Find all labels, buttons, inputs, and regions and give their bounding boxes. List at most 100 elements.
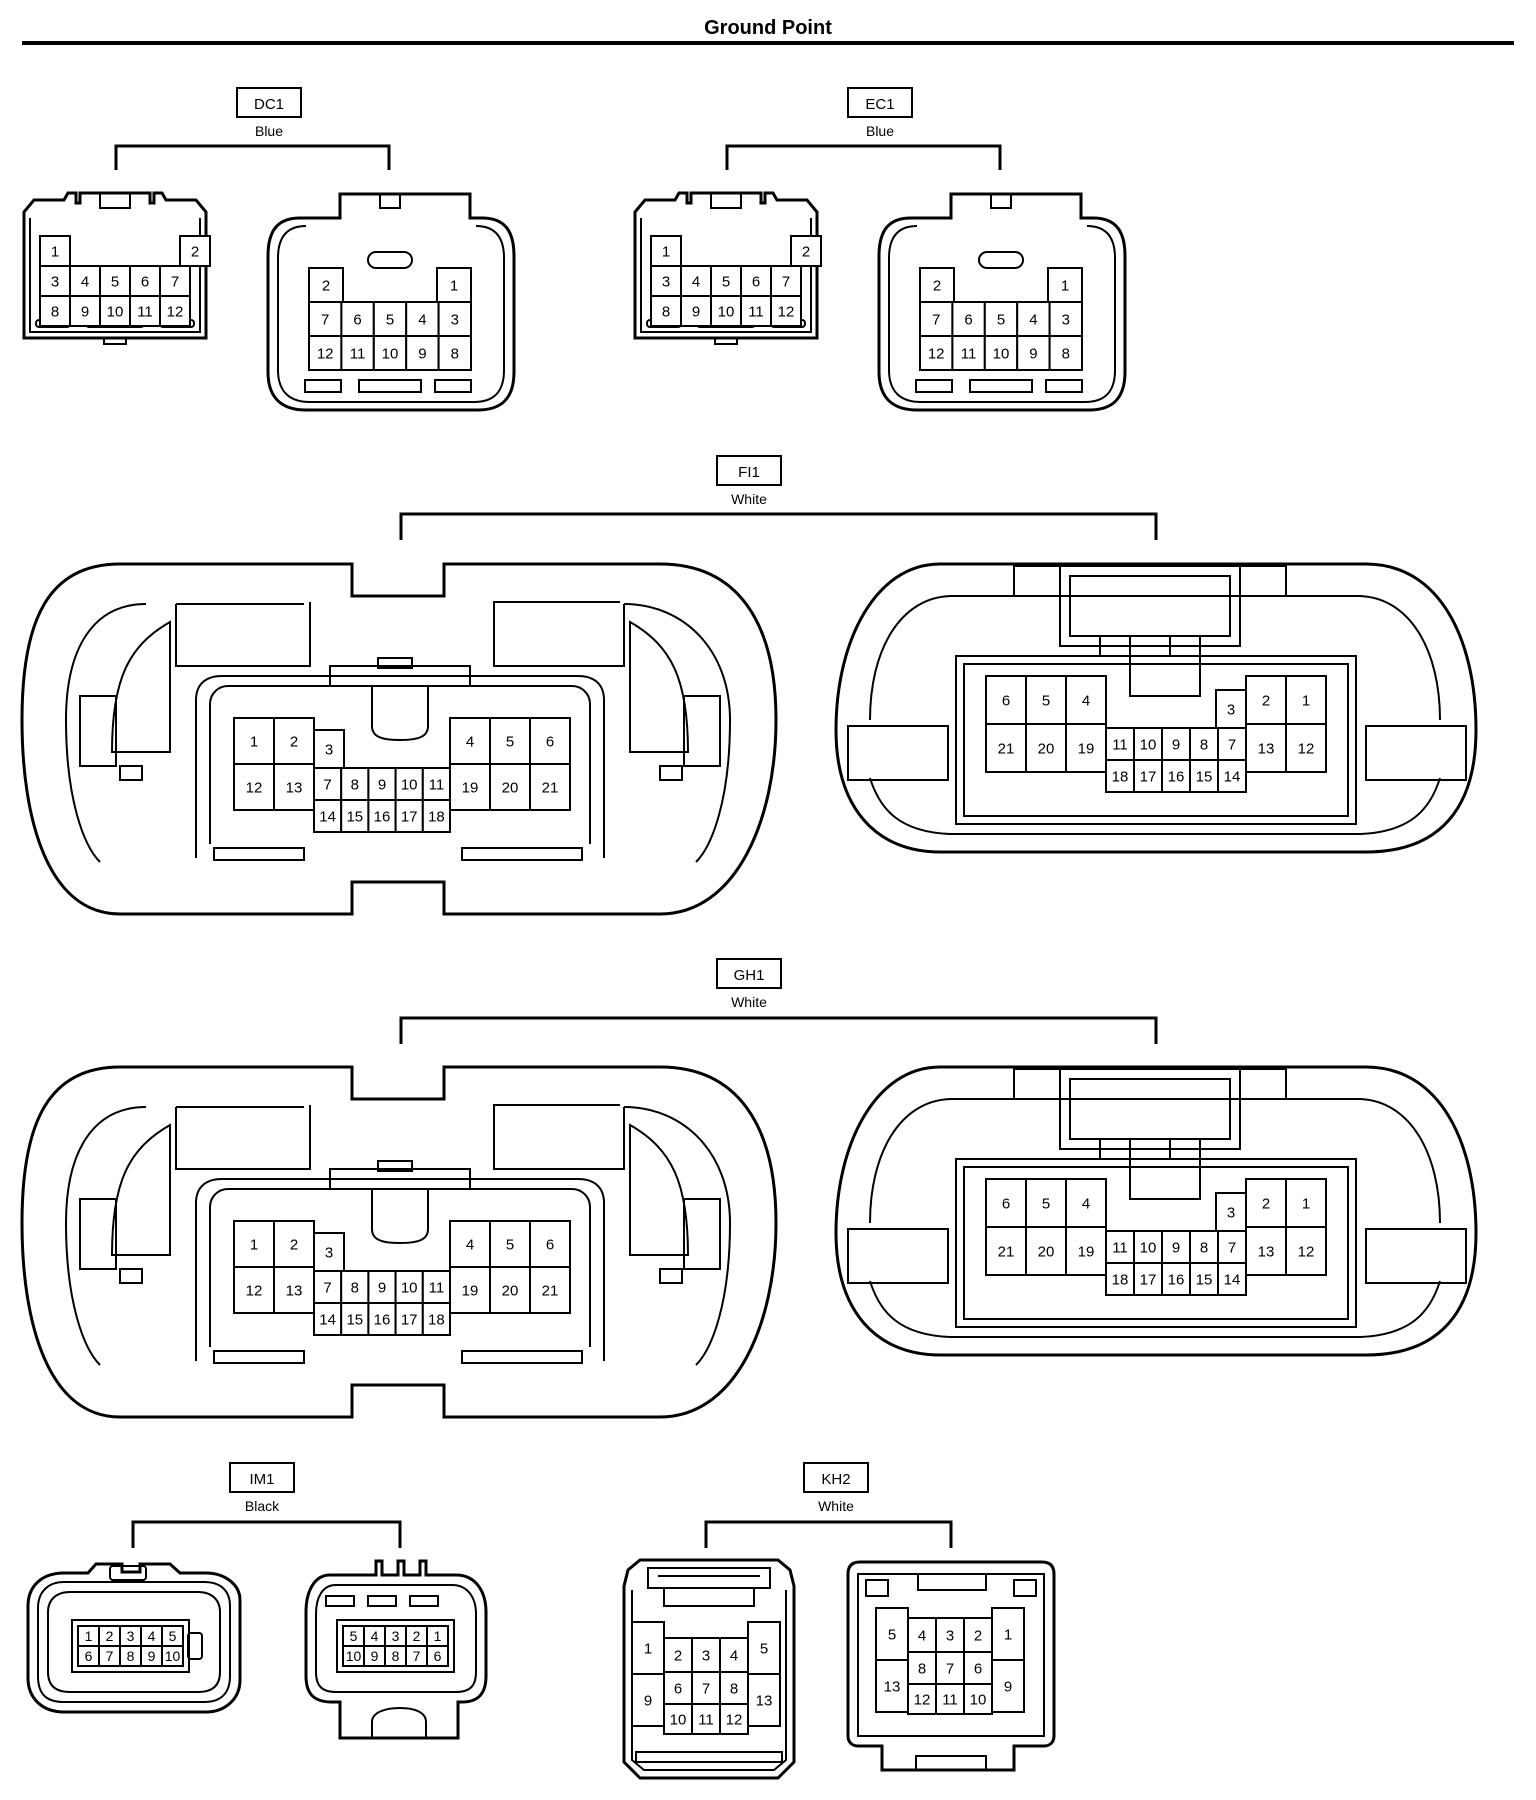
pin-number: 16	[1168, 768, 1185, 785]
pin-number: 11	[961, 345, 977, 362]
pin-cell: 2	[963, 1617, 993, 1653]
pin-number: 6	[434, 1648, 442, 1664]
connector-code-box	[847, 87, 913, 118]
pin-number: 17	[401, 808, 418, 825]
pin-number: 5	[111, 273, 119, 290]
pin-cell: 12	[233, 763, 275, 811]
pin-cell: 5	[342, 1625, 365, 1647]
pin-cell: 5	[1025, 1178, 1067, 1228]
pin-number: 1	[51, 243, 59, 260]
connector-code: EC1	[865, 96, 894, 113]
connector-code-box	[803, 1462, 869, 1493]
pin-cell: 13	[1245, 1226, 1287, 1276]
pin-cell: 8	[340, 1270, 370, 1304]
pin-number: 9	[1029, 345, 1037, 362]
pin-number: 5	[888, 1626, 896, 1643]
pin-cell: 7	[691, 1671, 721, 1705]
pin-cell: 7	[159, 265, 191, 297]
pin-number: 9	[418, 345, 426, 362]
pin-cell: 19	[1065, 723, 1107, 773]
pin-number: 7	[946, 1660, 954, 1677]
connector-code: GH1	[734, 967, 765, 984]
connector-bracket	[399, 512, 1158, 540]
pin-cell: 3	[1048, 301, 1083, 337]
pin-cell: 6	[340, 301, 375, 337]
page-title: Ground Point	[704, 17, 832, 39]
male-connector-housing	[846, 1560, 1056, 1772]
pin-number: 4	[918, 1627, 926, 1644]
pin-cell: 9	[680, 295, 712, 327]
pin-number: 14	[1224, 768, 1241, 785]
pin-cell: 5	[983, 301, 1019, 337]
pin-cell: 8	[437, 335, 473, 371]
pin-number: 9	[371, 1648, 379, 1664]
pin-cell: 13	[747, 1673, 781, 1727]
pin-cell: 7	[919, 301, 954, 337]
pin-cell: 10	[394, 1270, 424, 1304]
pin-cell: 6	[663, 1671, 693, 1705]
connector-bracket	[399, 1016, 1158, 1044]
pin-cell: 9	[405, 335, 440, 371]
pin-number: 4	[466, 1236, 474, 1253]
pin-number: 12	[928, 345, 945, 362]
pin-cell: 13	[273, 763, 315, 811]
pin-cell: 2	[273, 717, 315, 765]
pin-cell: 2	[790, 235, 822, 267]
pin-number: 10	[1140, 1239, 1157, 1256]
connector-color: Black	[245, 1498, 280, 1514]
pin-number: 20	[502, 779, 519, 796]
pin-number: 2	[191, 243, 199, 260]
pin-number: 12	[246, 1282, 263, 1299]
pin-number: 3	[325, 1244, 333, 1261]
connector-code-box	[716, 455, 782, 486]
pin-cell: 5	[372, 301, 408, 337]
pin-number: 15	[346, 1311, 363, 1328]
pin-cell: 3	[437, 301, 473, 337]
pin-cell: 7	[1217, 1230, 1247, 1264]
pin-cell: 12	[1285, 1226, 1327, 1276]
pin-number: 8	[918, 1660, 926, 1677]
pin-cell: 18	[1105, 1262, 1135, 1296]
pin-number: 11	[429, 776, 445, 793]
male-connector-housing	[266, 192, 516, 412]
pin-cell: 2	[179, 235, 211, 267]
pin-cell: 8	[119, 1645, 142, 1667]
pin-number: 13	[1258, 1243, 1275, 1260]
pin-cell: 10	[710, 295, 742, 327]
pin-cell: 7	[98, 1645, 121, 1667]
pin-number: 18	[1112, 1271, 1129, 1288]
pin-cell: 16	[367, 1302, 397, 1336]
pin-number: 12	[778, 303, 795, 320]
pin-cell: 6	[963, 1651, 993, 1685]
pin-cell: 17	[1133, 759, 1163, 793]
pin-cell: 3	[119, 1625, 142, 1647]
pin-cell: 4	[363, 1625, 386, 1647]
pin-number: 7	[413, 1648, 421, 1664]
pin-cell: 11	[691, 1703, 721, 1735]
pin-cell: 14	[313, 799, 343, 833]
pin-number: 5	[350, 1628, 358, 1644]
pin-number: 19	[462, 1282, 479, 1299]
pin-cell: 12	[159, 295, 191, 327]
pin-number: 7	[702, 1680, 710, 1697]
pin-cell: 2	[308, 267, 344, 303]
pin-number: 18	[1112, 768, 1129, 785]
pin-number: 12	[1298, 740, 1315, 757]
pin-cell: 4	[1016, 301, 1051, 337]
pin-number: 6	[674, 1680, 682, 1697]
pin-cell: 11	[129, 295, 161, 327]
pin-number: 7	[1228, 736, 1236, 753]
pin-number: 9	[1004, 1678, 1012, 1695]
pin-number: 9	[1172, 1239, 1180, 1256]
pin-number: 3	[1062, 311, 1070, 328]
pin-cell: 20	[1025, 723, 1067, 773]
pin-cell: 1	[426, 1625, 449, 1647]
pin-cell: 9	[363, 1645, 386, 1667]
pin-number: 19	[1078, 740, 1095, 757]
